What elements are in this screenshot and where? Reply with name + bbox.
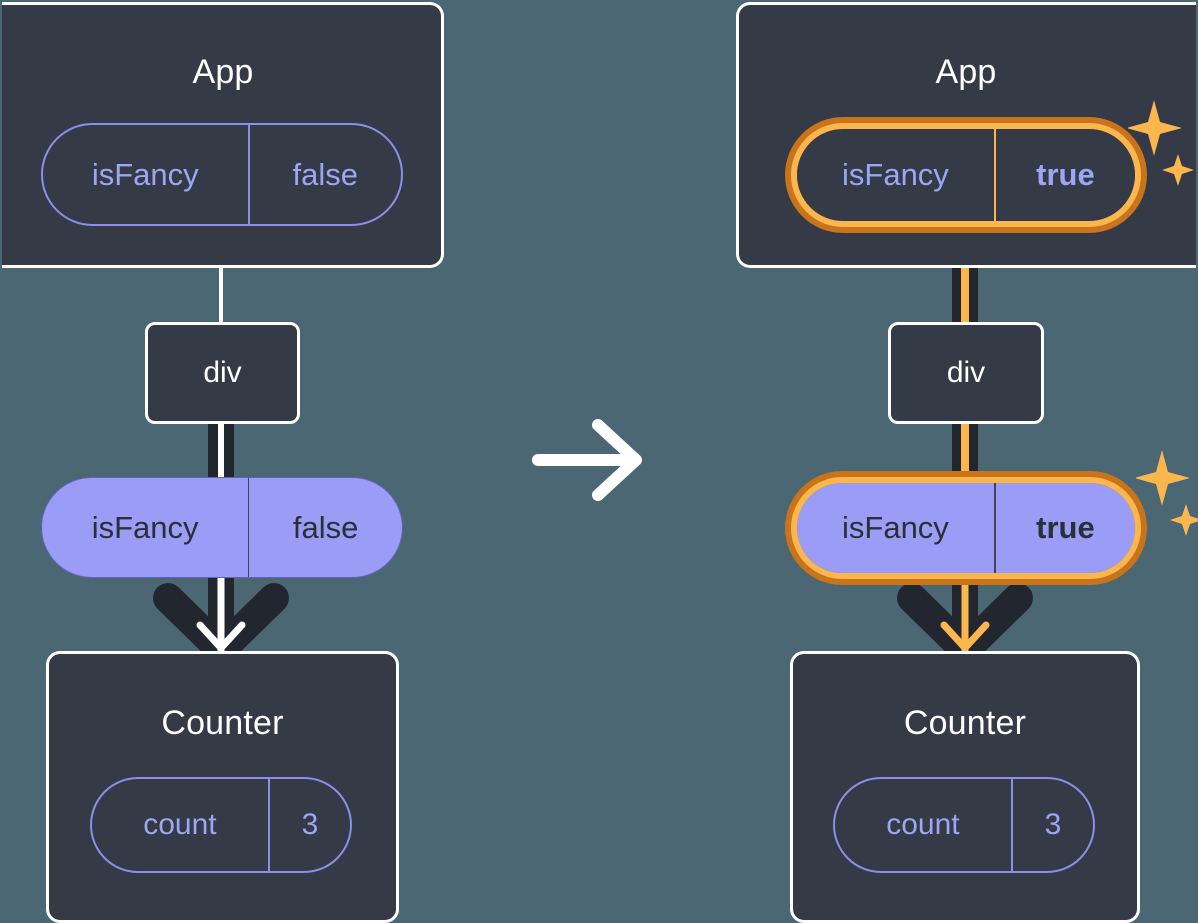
app-title-right: App <box>935 53 997 91</box>
app-state-name-right: isFancy <box>842 157 949 192</box>
prop-value-right: true <box>993 483 1135 573</box>
counter-state-name-right: count <box>886 808 960 841</box>
counter-title-left: Counter <box>161 704 284 742</box>
prop-pill-right[interactable]: isFancy true <box>797 483 1135 573</box>
div-node-label-left: div <box>203 356 242 389</box>
counter-state-value-right: 3 <box>1010 779 1093 871</box>
transition-arrow-icon <box>532 419 642 501</box>
app-state-pill-left[interactable]: isFancy false <box>41 123 403 226</box>
div-node-label-right: div <box>946 356 986 389</box>
app-state-highlight-inner-right <box>791 123 1141 227</box>
app-title-left: App <box>192 53 254 91</box>
counter-state-pill-right[interactable]: count 3 <box>833 777 1095 873</box>
app-state-value-right: true <box>993 129 1135 221</box>
app-state-pill-right[interactable]: isFancy true <box>797 129 1135 221</box>
prop-name-left: isFancy <box>91 509 199 545</box>
counter-state-pill-left[interactable]: count 3 <box>90 777 352 873</box>
app-state-name-left: isFancy <box>91 156 199 192</box>
app-state-value-left: false <box>247 125 401 224</box>
div-node-left[interactable]: div <box>145 322 300 424</box>
prop-highlight-inner-right <box>791 477 1141 579</box>
prop-pill-left[interactable]: isFancy false <box>41 477 403 578</box>
counter-state-value-left: 3 <box>267 779 350 871</box>
prop-value-left: false <box>248 478 402 577</box>
counter-title-right: Counter <box>903 704 1027 742</box>
div-node-right[interactable]: div <box>888 322 1044 424</box>
prop-name-right: isFancy <box>842 510 949 545</box>
counter-state-name-left: count <box>143 808 217 841</box>
arrow-prop-to-counter-left <box>153 566 289 665</box>
